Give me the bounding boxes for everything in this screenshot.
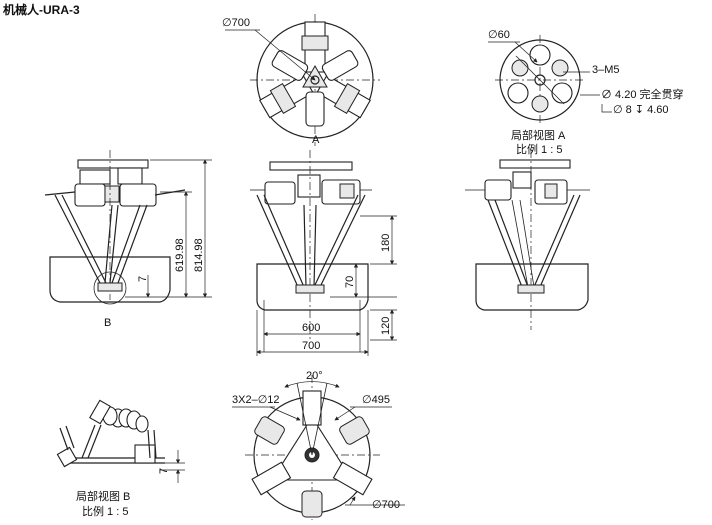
front-dim-600: 600 xyxy=(302,322,320,334)
bottom-holes: 3X2–∅12 xyxy=(232,394,280,406)
detail-a-dia-label: ∅60 xyxy=(488,29,510,41)
detail-b-caption: 局部视图 B xyxy=(76,489,130,503)
detail-b-dim-7: 7 xyxy=(158,468,170,474)
view-mark-a: A xyxy=(312,134,320,146)
front-view: 180 70 120 600 700 xyxy=(250,150,397,356)
top-view-dia-label: ∅700 xyxy=(222,17,250,29)
bottom-dia-495: ∅495 xyxy=(362,394,390,406)
detail-a-scale: 比例 1 : 5 xyxy=(516,142,562,156)
detail-a-caption: 局部视图 A xyxy=(511,128,566,142)
bottom-dia-700: ∅700 xyxy=(372,499,400,511)
detail-b-scale: 比例 1 : 5 xyxy=(82,504,128,518)
bottom-angle: 20° xyxy=(306,370,323,382)
detail-a-thru-label: ∅ 4.20 完全贯穿 xyxy=(601,87,684,101)
detail-a-cbore-label: ∅ 8 ↧ 4.60 xyxy=(613,104,669,116)
side-view-right xyxy=(465,150,590,330)
side-left-dim-2: 814.98 xyxy=(193,238,205,272)
front-dim-70: 70 xyxy=(344,276,356,288)
side-left-dim-1: 619.98 xyxy=(174,238,186,272)
detail-a-view: ∅60 3–M5 ∅ 4.20 完全贯穿 ∅ 8 ↧ 4.60 局部视图 A 比… xyxy=(488,29,684,156)
bottom-view: 20° 3X2–∅12 ∅495 ∅700 xyxy=(232,370,405,520)
front-dim-120: 120 xyxy=(380,317,392,335)
front-dim-180: 180 xyxy=(380,234,392,252)
side-left-dim-3: 7 xyxy=(137,276,149,282)
drawing-title: 机械人-URA-3 xyxy=(3,2,80,17)
detail-a-holes-label: 3–M5 xyxy=(592,64,620,76)
detail-mark-b: B xyxy=(104,317,111,329)
detail-b-view: 7 局部视图 B 比例 1 : 5 xyxy=(56,399,185,518)
front-dim-700: 700 xyxy=(302,340,320,352)
side-view-left: 619.98 814.98 7 B xyxy=(44,150,212,329)
top-view: ∅700 A xyxy=(222,14,380,146)
